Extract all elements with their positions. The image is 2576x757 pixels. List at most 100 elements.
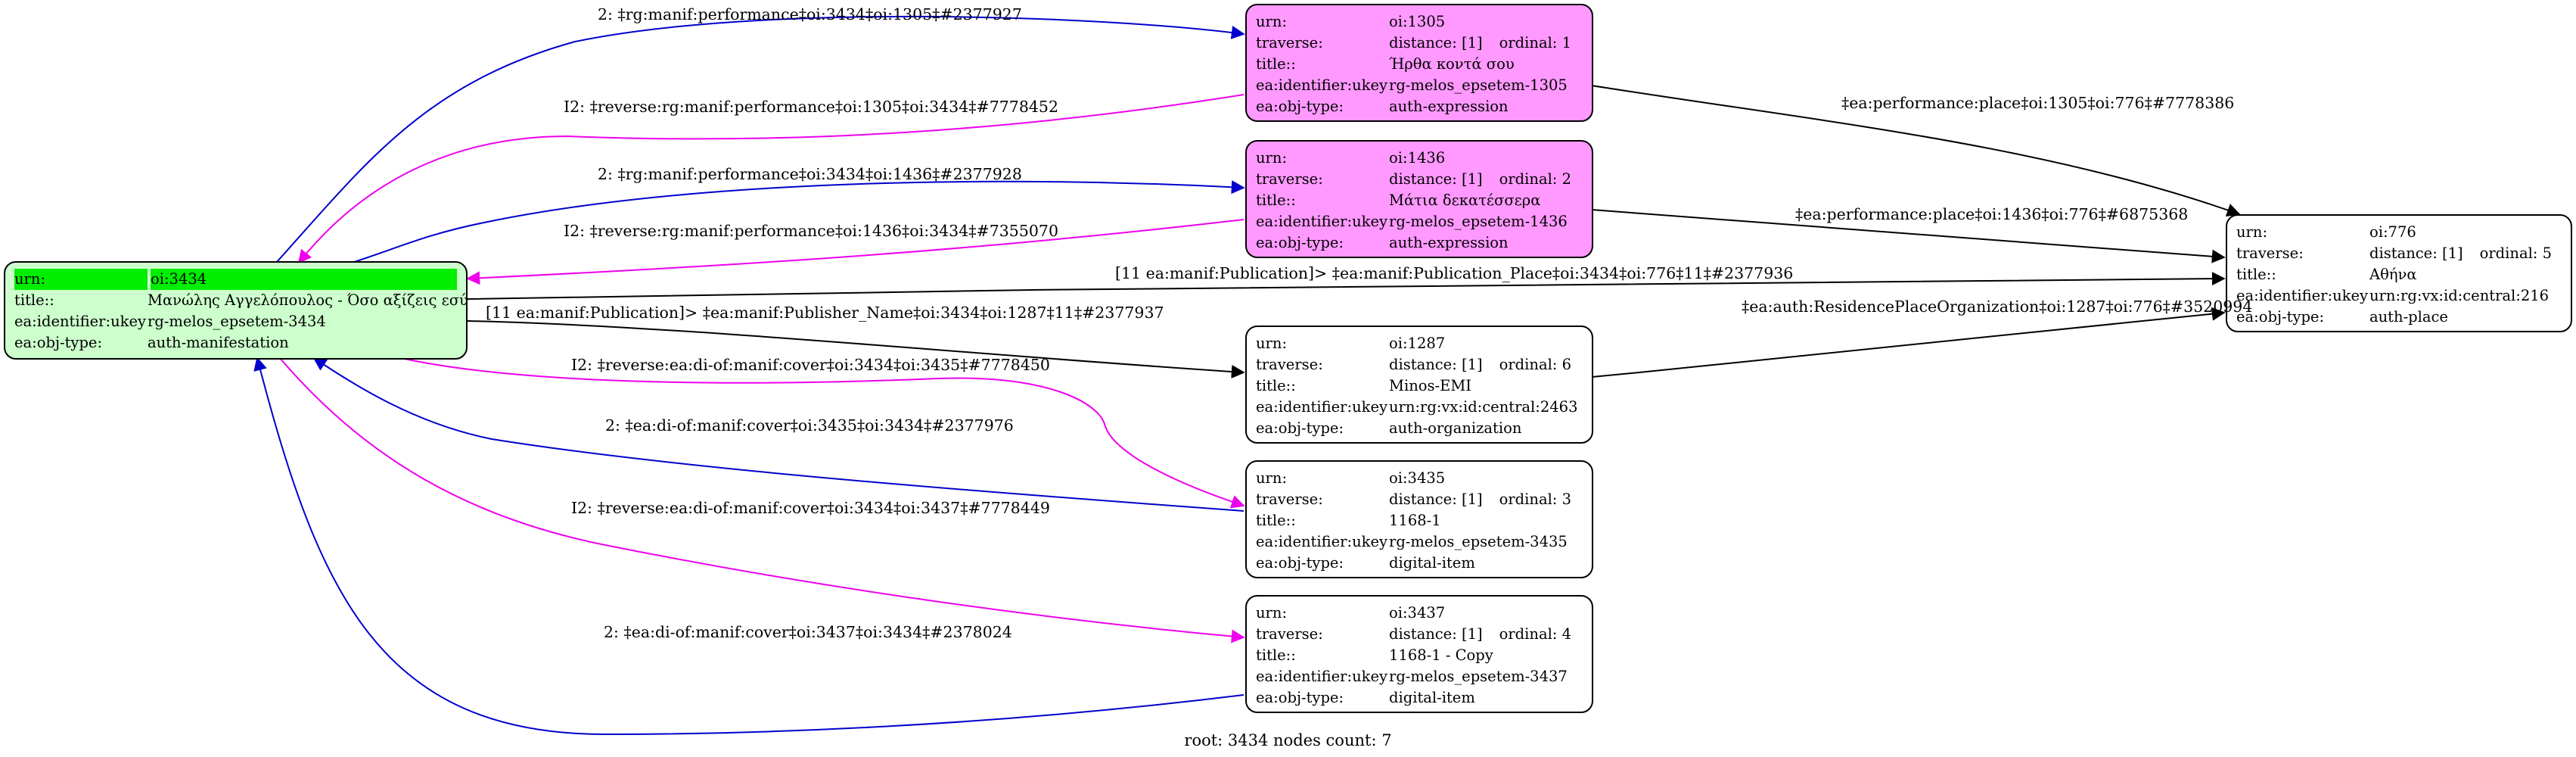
node-row-objtype: ea:obj-type: auth-place <box>2236 307 2562 328</box>
field-value: oi:3437 <box>1389 604 1446 621</box>
field-key: ea:obj-type: <box>2236 308 2325 326</box>
edge-label-e6: [11 ea:manif:Publication]> ‡ea:manif:Pub… <box>486 304 1164 322</box>
field-key: urn: <box>14 269 148 290</box>
field-value: 1168-1 <box>1389 512 1441 529</box>
field-key: ea:identifier:ukey <box>2236 287 2368 304</box>
field-value: Ήρθα κοντά σου <box>1389 55 1515 73</box>
field-value: distance: [1] <box>1389 34 1483 51</box>
edge-label-e5: [11 ea:manif:Publication]> ‡ea:manif:Pub… <box>1115 264 1793 282</box>
field-key: urn: <box>1256 469 1288 487</box>
field-key: traverse: <box>1256 356 1323 373</box>
edge-e4 <box>466 219 1244 285</box>
node-row-urn: urn: oi:1287 <box>1256 333 1583 354</box>
edge-e13 <box>1591 307 2226 378</box>
node-oi-1287[interactable]: urn: oi:1287 traverse: distance: [1] ordina… <box>1245 326 1593 444</box>
field-value: oi:1287 <box>1389 335 1446 352</box>
field-value: rg-melos_epsetem-3434 <box>148 313 326 330</box>
field-key: ea:obj-type: <box>1256 234 1344 251</box>
field-key: urn: <box>1256 13 1288 30</box>
graph-footer: root: 3434 nodes count: 7 <box>1184 731 1392 749</box>
field-value: oi:1305 <box>1389 13 1446 30</box>
field-key: urn: <box>2236 223 2268 241</box>
node-row-urn: urn: oi:3435 <box>1256 468 1583 489</box>
field-key: title:: <box>1256 377 1296 394</box>
node-row-title: title::1168-1 - Copy <box>1256 645 1583 666</box>
field-value: Μανώλης Αγγελόπουλος - Όσο αξίζεις εσύ <box>148 291 468 309</box>
field-value: oi:3435 <box>1389 469 1446 487</box>
field-value: rg-melos_epsetem-3435 <box>1389 533 1568 550</box>
field-key: ea:obj-type: <box>1256 689 1344 706</box>
node-row-objtype: ea:obj-type:auth-manifestation <box>14 332 457 354</box>
node-row-urn: urn: oi:776 <box>2236 222 2562 243</box>
node-row-objtype: ea:obj-type: auth-expression <box>1256 96 1583 117</box>
field-key: title:: <box>1256 55 1296 73</box>
field-value: distance: [1] <box>1389 170 1483 188</box>
field-key: traverse: <box>1256 625 1323 643</box>
edge-e12 <box>1591 209 2226 263</box>
edge-label-e1: 2: ‡rg:manif:performance‡oi:3434‡oi:1305… <box>598 5 1022 23</box>
node-oi-3435[interactable]: urn:oi:3435 traverse:distance: [1]ordina… <box>1245 460 1593 578</box>
edge-e8 <box>312 357 1244 512</box>
node-oi-3434[interactable]: urn:oi:3434 title::Μανώλης Αγγελόπουλος … <box>4 261 468 360</box>
field-value: auth-expression <box>1389 98 1509 115</box>
field-value: auth-place <box>2369 308 2448 326</box>
edge-label-e2: I2: ‡reverse:rg:manif:performance‡oi:130… <box>564 98 1058 116</box>
field-value: rg-melos_epsetem-3437 <box>1389 668 1568 685</box>
edge-label-e4: I2: ‡reverse:rg:manif:performance‡oi:143… <box>564 222 1058 240</box>
field-key: ea:obj-type: <box>1256 419 1344 437</box>
field-value: distance: [1] <box>1389 491 1483 508</box>
node-oi-1305[interactable]: urn: oi:1305 traverse:distance: [1]ordina… <box>1245 4 1593 122</box>
field-value: digital-item <box>1389 689 1475 706</box>
node-row-traverse: traverse:distance: [1]ordinal: 4 <box>1256 624 1583 645</box>
node-row-traverse: traverse:distance: [1]ordinal: 1 <box>1256 33 1583 54</box>
node-row-urn: urn: oi:1305 <box>1256 11 1583 33</box>
field-key: title:: <box>1256 192 1296 209</box>
field-value: urn:rg:vx:id:central:216 <box>2369 287 2550 304</box>
edge-label-e12: ‡ea:performance:place‡oi:1436‡oi:776‡#68… <box>1795 205 2188 223</box>
edge-e9 <box>279 357 1245 643</box>
edge-e7 <box>400 357 1245 509</box>
field-key: ea:identifier:ukey <box>1256 76 1387 94</box>
field-key: urn: <box>1256 335 1288 352</box>
edge-label-e8: 2: ‡ea:di-of:manif:cover‡oi:3435‡oi:3434… <box>605 416 1014 435</box>
edge-e2 <box>297 94 1244 264</box>
node-row-title: title::Ήρθα κοντά σου <box>1256 54 1583 75</box>
node-row-objtype: ea:obj-type: digital-item <box>1256 687 1583 709</box>
field-key: traverse: <box>2236 245 2304 262</box>
node-row-traverse: traverse:distance: [1]ordinal: 3 <box>1256 489 1583 510</box>
node-oi-1436[interactable]: urn:oi:1436 traverse:distance: [1]ordina… <box>1245 140 1593 258</box>
ordinal-value: ordinal: 5 <box>2479 245 2552 262</box>
field-key: title:: <box>1256 646 1296 664</box>
ordinal-value: ordinal: 3 <box>1499 491 1571 508</box>
field-key: ea:identifier:ukey <box>1256 213 1387 230</box>
node-row-objtype: ea:obj-type: auth-expression <box>1256 232 1583 254</box>
field-key: urn: <box>1256 604 1288 621</box>
node-row-traverse: traverse:distance: [1]ordinal: 2 <box>1256 169 1583 190</box>
field-key: title:: <box>2236 266 2276 283</box>
node-oi-776[interactable]: urn:oi:776 traverse:distance: [1]ordinal… <box>2226 214 2572 332</box>
field-key: ea:identifier:ukey <box>1256 398 1387 416</box>
ordinal-value: ordinal: 6 <box>1499 356 1571 373</box>
field-key: ea:obj-type: <box>14 334 103 351</box>
edge-label-e7: I2: ‡reverse:ea:di-of:manif:cover‡oi:343… <box>571 356 1050 374</box>
field-value: digital-item <box>1389 554 1475 572</box>
node-row-title: title::Minos-EMI <box>1256 375 1583 397</box>
node-row-traverse: traverse: distance: [1] ordinal: 6 <box>1256 354 1583 375</box>
field-key: ea:obj-type: <box>1256 98 1344 115</box>
edge-label-e13: ‡ea:auth:ResidencePlaceOrganization‡oi:1… <box>1742 298 2252 316</box>
node-row-urn: urn: oi:3437 <box>1256 603 1583 624</box>
node-row-title: title::Μάτια δεκατέσσερα <box>1256 190 1583 211</box>
field-value: distance: [1] <box>1389 356 1483 373</box>
node-oi-3437[interactable]: urn: oi:3437 traverse:distance: [1]ordina… <box>1245 595 1593 713</box>
field-key: ea:identifier:ukey <box>1256 533 1387 550</box>
field-value: auth-expression <box>1389 234 1509 251</box>
field-value: oi:776 <box>2369 223 2416 241</box>
node-row-urn: urn:oi:3434 <box>14 269 457 290</box>
field-value: 1168-1 - Copy <box>1389 646 1493 664</box>
